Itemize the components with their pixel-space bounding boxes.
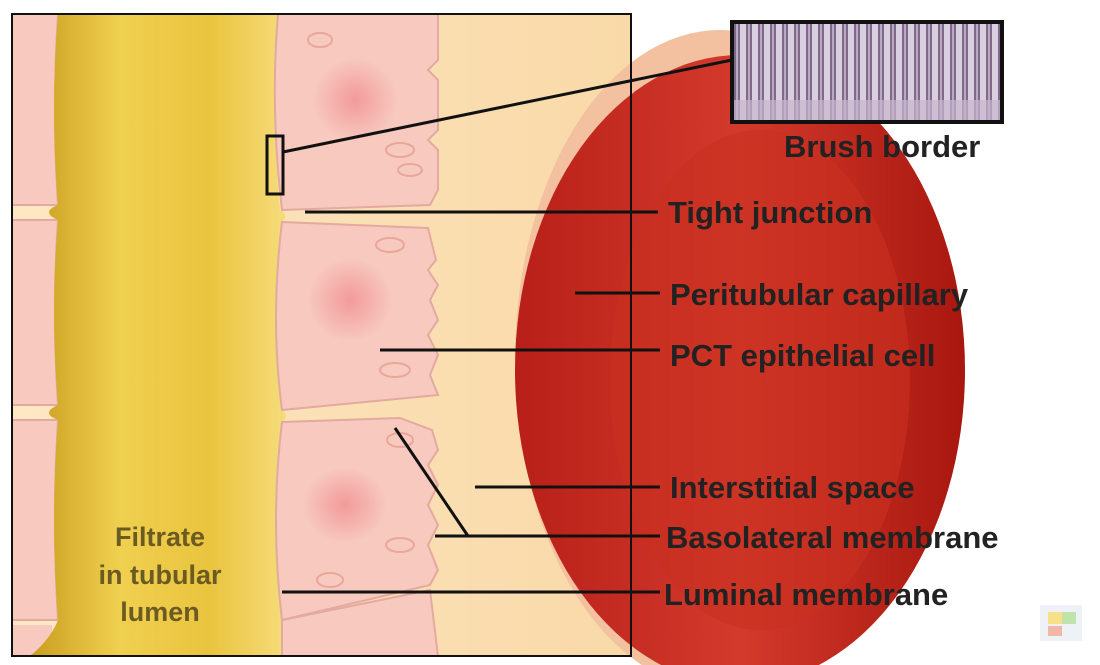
label-luminal-membrane: Luminal membrane xyxy=(664,577,948,612)
leader-brush-border xyxy=(282,58,733,154)
nucleus xyxy=(313,58,397,142)
nucleus xyxy=(308,258,392,342)
illustration-frame xyxy=(11,13,632,657)
leader-basolateral-diagonal xyxy=(393,427,470,537)
label-brush-border: Brush border xyxy=(784,129,980,164)
capillary-shape xyxy=(515,30,965,665)
brush-border-micrograph xyxy=(730,20,1004,124)
lumen-label-line1: Filtrate xyxy=(115,522,205,552)
lumen-label: Filtrate in tubular lumen xyxy=(99,522,222,627)
label-interstitial-space: Interstitial space xyxy=(670,470,915,505)
label-peritubular-capillary: Peritubular capillary xyxy=(670,277,969,312)
tubule-illustration xyxy=(11,13,965,665)
nucleus xyxy=(303,467,387,543)
corner-logo xyxy=(1040,605,1082,641)
leader-lines xyxy=(282,58,733,594)
left-cells xyxy=(11,13,60,656)
pct-cells xyxy=(273,13,440,657)
label-pct-epithelial-cell: PCT epithelial cell xyxy=(670,338,935,373)
label-basolateral-membrane: Basolateral membrane xyxy=(666,520,999,555)
lumen-label-line2: in tubular xyxy=(99,560,222,590)
tubular-lumen xyxy=(30,14,286,656)
lumen-label-line3: lumen xyxy=(120,597,200,627)
brush-border-marker xyxy=(265,134,285,196)
label-tight-junction: Tight junction xyxy=(668,195,872,230)
